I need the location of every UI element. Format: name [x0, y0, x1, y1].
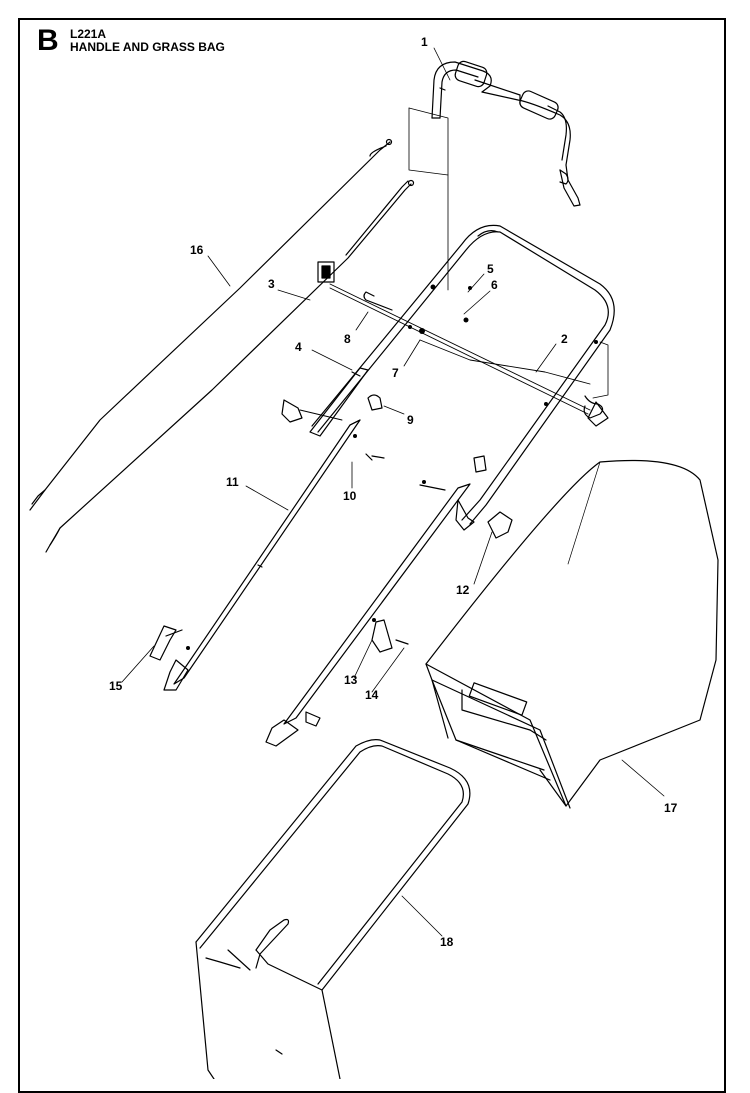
clip-13-part — [371, 619, 393, 653]
callout-4: 4 — [295, 340, 302, 354]
upper-handle-part — [431, 60, 581, 207]
knob-15-part — [149, 625, 177, 661]
bracket-4-part — [309, 367, 369, 437]
callout-12: 12 — [456, 583, 470, 597]
knob-12-part — [487, 511, 513, 539]
callout-15: 15 — [109, 679, 123, 693]
callout-3: 3 — [268, 277, 275, 291]
callout-10: 10 — [343, 489, 357, 503]
model-code: L221A — [70, 27, 107, 41]
callout-6: 6 — [491, 278, 498, 292]
callout-7: 7 — [392, 366, 399, 380]
bolt-8-part — [363, 291, 393, 311]
diagram-title: HANDLE AND GRASS BAG — [70, 40, 225, 54]
main-handle-frame-part — [311, 224, 615, 525]
callout-2: 2 — [561, 332, 568, 346]
bag-frame-18-part — [195, 739, 471, 1079]
callout-13: 13 — [344, 673, 358, 687]
callout-16: 16 — [190, 243, 204, 257]
callout-11: 11 — [226, 475, 239, 489]
callout-14: 14 — [365, 688, 379, 702]
callout-5: 5 — [487, 262, 494, 276]
screw-14-part — [395, 639, 409, 645]
callout-9: 9 — [407, 413, 414, 427]
knob-9-part — [367, 394, 383, 411]
grass-bag-17-part — [425, 459, 719, 809]
section-letter: B — [37, 24, 59, 57]
callout-8: 8 — [344, 332, 351, 346]
callout-1: 1 — [421, 35, 428, 49]
callout-18: 18 — [440, 935, 454, 949]
cable-clip — [317, 261, 335, 283]
callout-17: 17 — [664, 801, 678, 815]
lower-tube-right-part — [265, 455, 487, 747]
cable-3-part — [45, 179, 415, 553]
lower-tube-11-part — [163, 419, 361, 691]
cable-16-part — [29, 138, 393, 511]
knob-part-left — [281, 399, 303, 423]
bolt-10-part — [365, 453, 385, 461]
